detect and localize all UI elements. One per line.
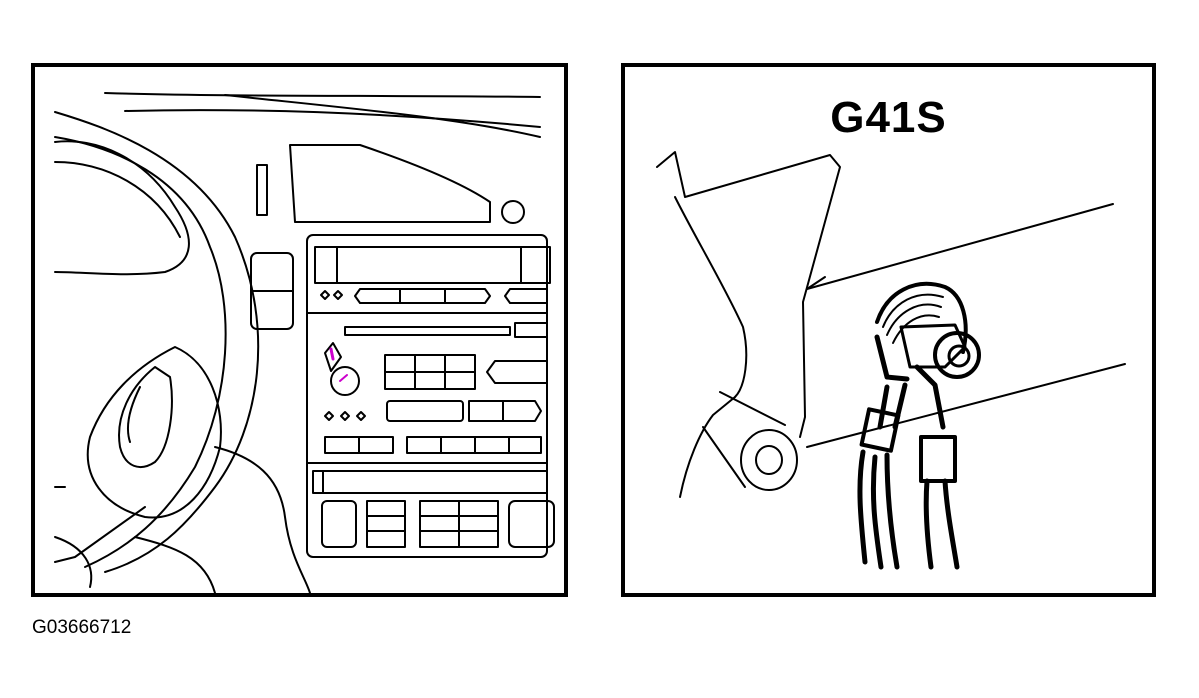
radio-display xyxy=(315,247,550,283)
vent-slot xyxy=(257,165,267,215)
wire-1 xyxy=(860,452,865,562)
crimp-right xyxy=(921,437,955,481)
support-beam-bottom xyxy=(807,364,1125,447)
connector-panel: G41S xyxy=(621,63,1156,597)
ground-connector-illustration xyxy=(625,67,1152,593)
steering-hub xyxy=(88,347,221,517)
center-stack xyxy=(307,235,547,557)
wire-4 xyxy=(926,481,931,567)
climate-knob-left xyxy=(322,501,356,547)
dash-top-edge xyxy=(105,93,540,97)
steering-wheel-rim xyxy=(55,112,258,572)
upper-display xyxy=(290,145,490,222)
stud-nut xyxy=(935,333,979,377)
ring-terminal-right xyxy=(917,367,943,427)
dashboard-panel xyxy=(31,63,568,597)
wire-2 xyxy=(873,457,881,567)
dashboard-console-illustration xyxy=(35,67,564,593)
preset-bar xyxy=(355,289,490,303)
wire-3 xyxy=(887,455,897,567)
figure-id: G03666712 xyxy=(32,617,132,638)
tuner-button xyxy=(387,401,463,421)
connector-label: G41S xyxy=(830,93,947,142)
wire-5 xyxy=(945,481,957,567)
volume-knob xyxy=(331,367,359,395)
cassette-slot xyxy=(313,471,547,493)
cylinder-end xyxy=(741,430,797,490)
crimp-left xyxy=(862,409,899,450)
hazard-button xyxy=(502,201,524,223)
ring-terminal-left xyxy=(877,337,907,379)
knob-marker xyxy=(325,343,341,371)
support-beam-top xyxy=(807,204,1113,289)
instrument-cluster xyxy=(55,141,189,274)
ground-stud xyxy=(877,284,966,352)
trim-pillar xyxy=(657,152,840,437)
